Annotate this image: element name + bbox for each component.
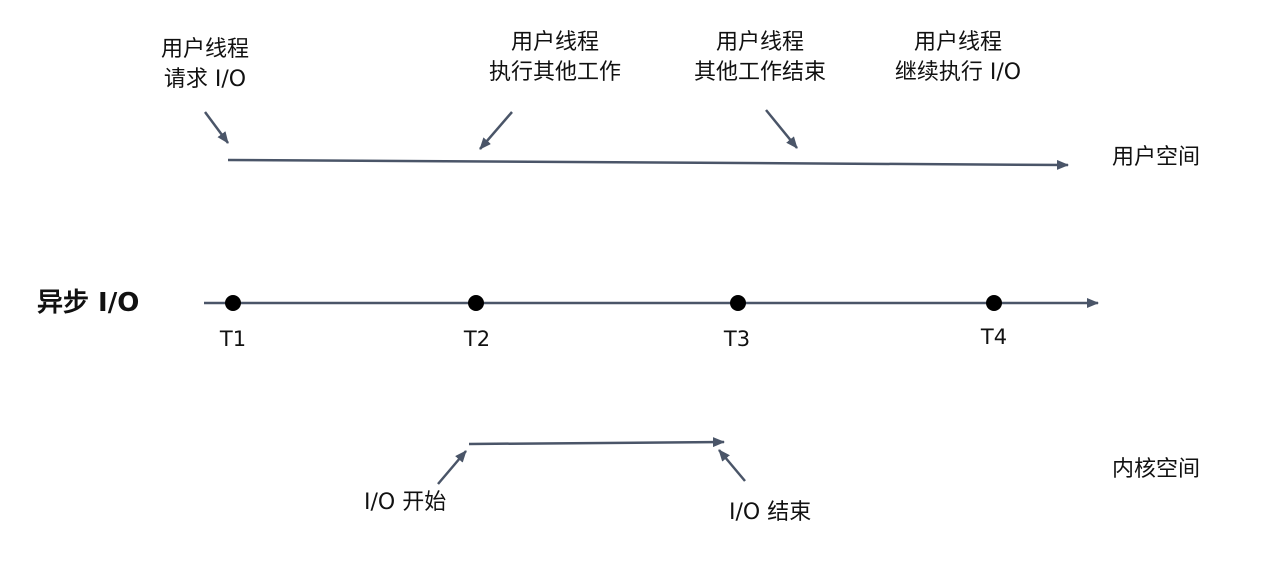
timepoint-label-t4: T4	[980, 325, 1008, 349]
user-annotation-4: 用户线程 继续执行 I/O	[858, 28, 1058, 88]
user-annotation-4-line1: 用户线程	[913, 30, 1002, 55]
user-annotation-4-line2: 继续执行 I/O	[894, 60, 1022, 85]
user-annotation-1-line2: 请求 I/O	[163, 67, 247, 92]
user-annotation-1: 用户线程 请求 I/O	[130, 35, 280, 95]
user-space-label: 用户空间	[1112, 145, 1201, 170]
timepoint-dot-t1	[225, 295, 241, 311]
user-annotation-3: 用户线程 其他工作结束	[660, 28, 860, 88]
kernel-space-label: 内核空间	[1112, 457, 1201, 482]
user-annotation-3-line2: 其他工作结束	[693, 60, 826, 85]
timepoint-label-t1: T1	[219, 327, 247, 351]
kernel-annotation-arrow-1	[437, 450, 467, 485]
kernel-space-line	[468, 437, 725, 448]
timepoint-dot-t3	[730, 295, 746, 311]
user-annotation-arrow-1	[203, 111, 230, 144]
user-annotation-2: 用户线程 执行其他工作	[455, 28, 655, 88]
timepoint-label-t2: T2	[463, 327, 491, 351]
kernel-annotation-2: I/O 结束	[729, 500, 812, 525]
user-annotation-2-line2: 执行其他工作	[488, 60, 621, 85]
user-annotation-3-line1: 用户线程	[715, 30, 804, 55]
diagram-title: 异步 I/O	[37, 288, 140, 318]
user-annotation-2-line1: 用户线程	[510, 30, 599, 55]
kernel-annotation-1: I/O 开始	[364, 490, 447, 515]
user-space-line	[227, 158, 1069, 170]
user-annotation-arrow-3	[765, 109, 798, 149]
user-annotation-arrow-2	[479, 111, 513, 150]
timepoint-dot-t4	[986, 295, 1002, 311]
timepoint-dot-t2	[468, 295, 484, 311]
user-annotation-1-line1: 用户线程	[160, 37, 249, 62]
timepoint-label-t3: T3	[723, 327, 751, 351]
kernel-annotation-arrow-2	[718, 449, 746, 482]
